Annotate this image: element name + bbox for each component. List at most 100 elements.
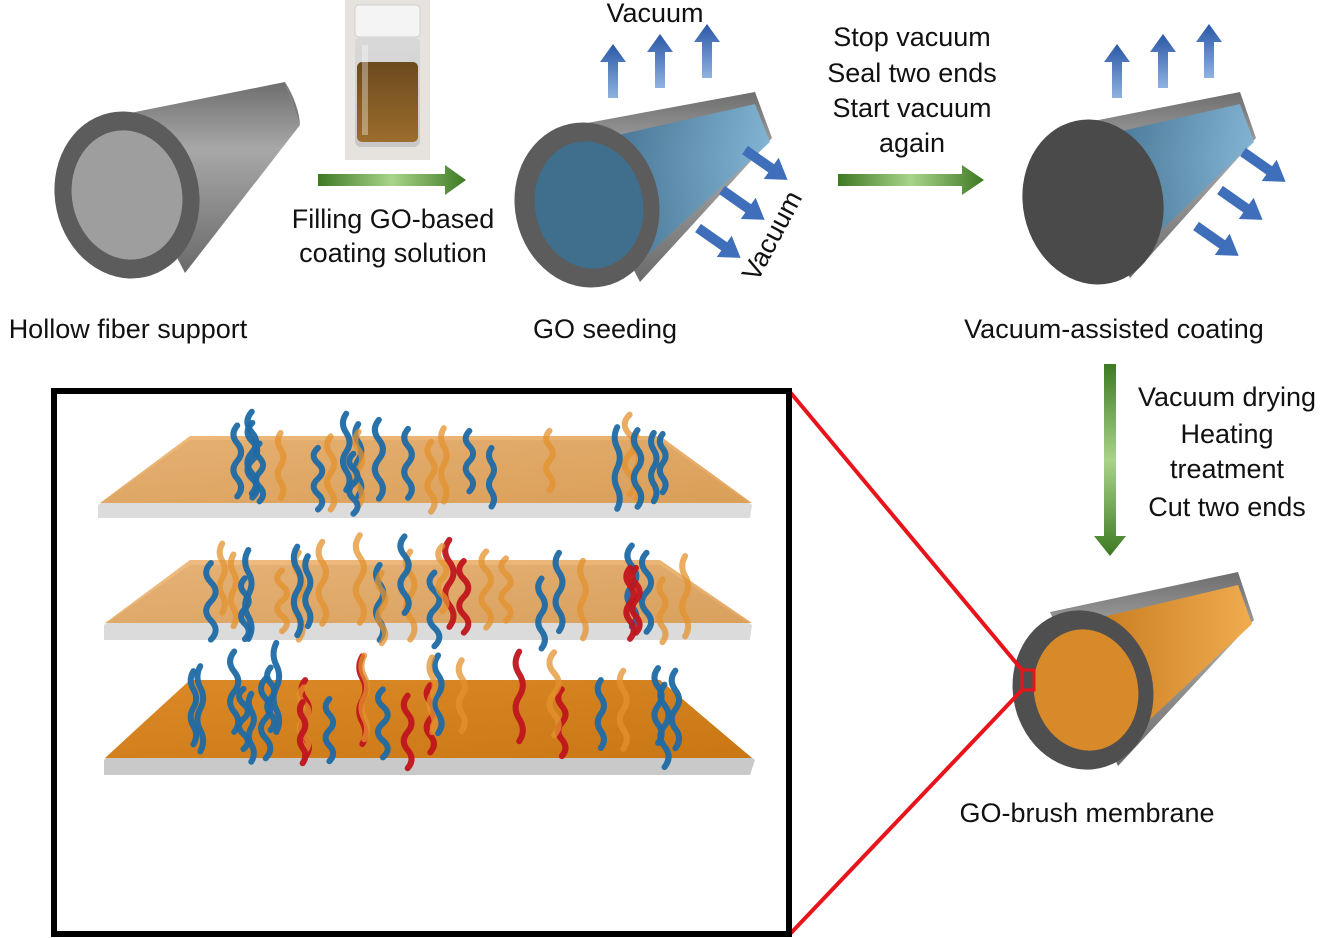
- brush-chain: [656, 430, 669, 496]
- brush-chain: [315, 538, 330, 627]
- brush-chain: [245, 690, 257, 765]
- label-vacuum-side: Vacuum: [736, 186, 808, 286]
- brush-chain: [302, 553, 314, 630]
- brush-chain: [424, 438, 438, 515]
- brush-chains-middle: [203, 532, 692, 652]
- brush-chain: [435, 542, 450, 615]
- brush-chain: [629, 564, 643, 636]
- brush-chain: [194, 663, 207, 755]
- brush-chain: [258, 675, 274, 762]
- brush-chain: [296, 699, 309, 767]
- brush-chain: [339, 410, 353, 494]
- brush-chain: [577, 557, 589, 642]
- step-arrow-post-treatment: [1094, 364, 1126, 556]
- brush-chain: [455, 657, 468, 734]
- brush-chain: [498, 555, 514, 624]
- brush-chain: [594, 677, 607, 752]
- brush-chain: [616, 667, 630, 752]
- label-hollow-fiber-support: Hollow fiber support: [9, 314, 248, 344]
- zoom-line-bottom: [788, 688, 1024, 936]
- brush-chain: [679, 553, 692, 640]
- brush-chain: [203, 560, 219, 643]
- brush-chain: [657, 681, 672, 771]
- label-vacuum-top: Vacuum: [606, 0, 703, 28]
- brush-chain: [242, 547, 255, 642]
- go-brush-membrane-tube: [1012, 572, 1254, 770]
- go-solution-vial-photo: [345, 0, 430, 160]
- brush-chain: [230, 422, 245, 500]
- brush-chain: [426, 569, 443, 650]
- label-vacuum-step-1: Stop vacuum: [833, 22, 991, 52]
- vacuum-arrows-up-seeding: [600, 24, 720, 98]
- brush-chain: [552, 549, 566, 635]
- brush-chain: [623, 564, 637, 642]
- brush-chain: [236, 685, 251, 753]
- step-arrow-filling: [318, 165, 466, 195]
- zoom-line-top: [788, 390, 1024, 672]
- brush-chain: [375, 569, 389, 647]
- zoom-region-marker: [1020, 668, 1036, 692]
- brush-chain: [486, 444, 497, 510]
- brush-chain: [324, 433, 338, 513]
- brush-chain: [264, 664, 278, 734]
- brush-chain: [397, 533, 412, 617]
- brush-chain: [431, 652, 445, 737]
- brush-chain: [535, 575, 548, 652]
- label-post-step-1: Vacuum drying: [1138, 382, 1316, 412]
- label-vacuum-assisted-coating: Vacuum-assisted coating: [964, 314, 1264, 344]
- vacuum-arrows-up-coating: [1104, 24, 1222, 98]
- brush-chain: [512, 648, 526, 745]
- go-seeding-tube: [514, 92, 772, 288]
- brush-chain: [253, 440, 267, 505]
- label-vacuum-step-3: Start vacuum: [832, 93, 991, 123]
- hollow-fiber-support-tube: [54, 82, 300, 279]
- brush-chain: [290, 543, 304, 639]
- brush-chain: [546, 649, 562, 739]
- brush-chains-top: [230, 408, 669, 517]
- brush-chain: [274, 430, 287, 502]
- label-vacuum-step-2: Seal two ends: [827, 58, 997, 88]
- brush-chain: [611, 424, 623, 512]
- brush-chains-lower: [187, 639, 683, 772]
- brush-chain: [322, 695, 337, 765]
- vacuum-arrows-side-coating: [1193, 147, 1286, 256]
- brush-chain: [352, 532, 367, 626]
- brush-chain: [374, 686, 391, 761]
- label-post-step-2: Heating: [1180, 419, 1273, 449]
- brush-chain: [456, 557, 472, 636]
- brush-chain: [371, 416, 386, 502]
- brush-chain: [555, 686, 569, 760]
- brush-chain: [423, 682, 437, 756]
- brush-chain: [630, 427, 645, 510]
- brush-chain: [438, 425, 450, 505]
- brush-chain: [656, 576, 669, 646]
- brush-chain: [400, 692, 415, 772]
- label-filling-line2: coating solution: [299, 238, 487, 268]
- brush-chain: [227, 648, 242, 735]
- brush-chain: [426, 654, 438, 736]
- vacuum-arrows-side-seeding: [695, 145, 788, 258]
- brush-chain: [346, 450, 361, 517]
- label-vacuum-step-4: again: [879, 128, 945, 158]
- label-go-seeding: GO seeding: [533, 314, 677, 344]
- brush-chain: [358, 652, 371, 743]
- brush-chain: [187, 668, 200, 748]
- step-arrow-vacuum-coating: [838, 165, 984, 195]
- brush-chain: [442, 536, 457, 630]
- brush-chain: [216, 540, 228, 616]
- vacuum-coating-tube: [1022, 92, 1256, 285]
- label-go-brush-membrane: GO-brush membrane: [959, 798, 1214, 828]
- brush-chain: [310, 444, 326, 513]
- brush-chain: [274, 567, 290, 635]
- brush-chain: [638, 549, 655, 635]
- brush-chain: [648, 429, 660, 505]
- brush-chain: [462, 427, 477, 495]
- brush-chain: [668, 667, 683, 752]
- label-post-step-3: treatment: [1170, 454, 1285, 484]
- go-brush-layer-structure: [98, 408, 755, 775]
- brush-chain: [478, 548, 494, 631]
- brush-chain: [227, 551, 240, 630]
- brush-chain: [352, 428, 366, 509]
- label-filling-line1: Filling GO-based: [292, 204, 495, 234]
